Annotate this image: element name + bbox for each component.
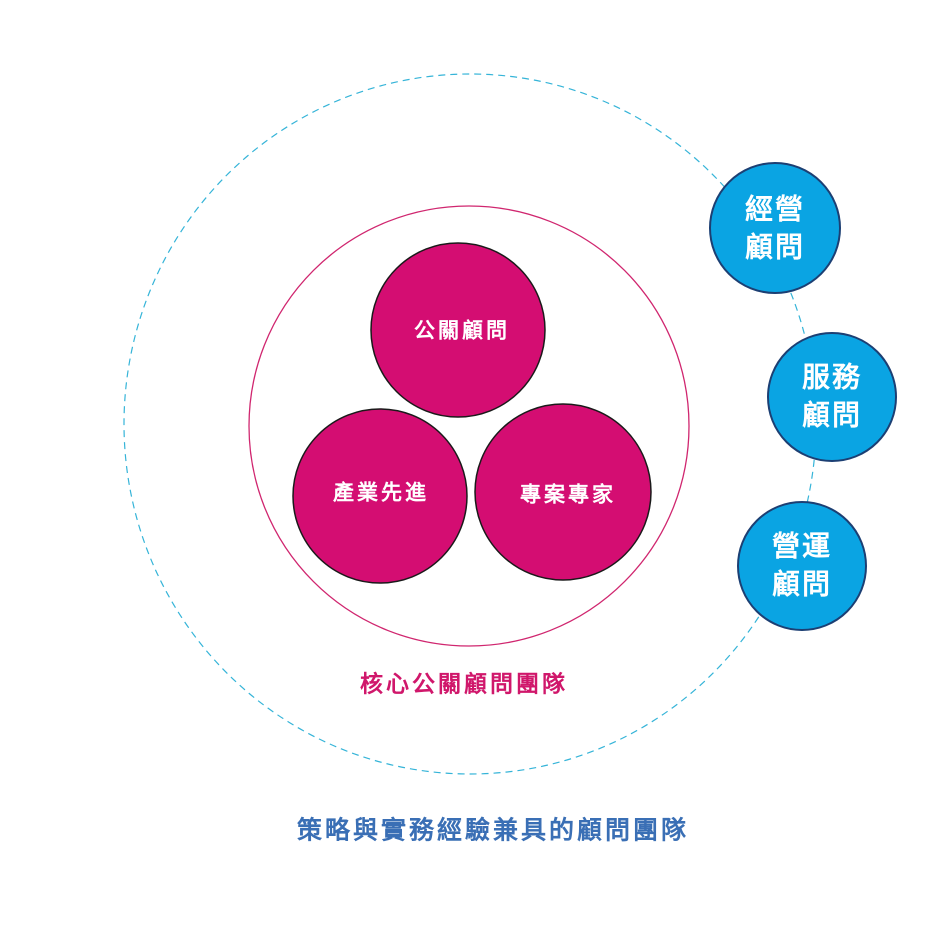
- core-circle-shape: [474, 403, 652, 581]
- consultant-circle-line1: 經營: [745, 193, 805, 226]
- consultant-circle-operations: 營運 顧問: [737, 501, 867, 631]
- consultant-circle-line1: 營運: [772, 530, 832, 563]
- inner-core-ring: [248, 205, 690, 647]
- consultant-circle-line2: 顧問: [772, 568, 832, 601]
- core-circle-industry-pioneer: 產業先進: [292, 408, 468, 584]
- inner-caption: 核心公關顧問團隊: [360, 671, 568, 698]
- consultant-circle-line2: 顧問: [802, 399, 862, 432]
- core-circle-label: 產業先進: [333, 480, 429, 505]
- consultant-circle-line1: 服務: [802, 361, 862, 394]
- outer-caption: 策略與實務經驗兼具的顧問團隊: [297, 816, 689, 845]
- core-circle-label: 專案專家: [520, 482, 616, 507]
- core-circle-pr-consultant: 公關顧問: [370, 242, 546, 418]
- outer-dashed-ring: [123, 73, 817, 775]
- core-circle-project-expert: 專案專家: [474, 403, 652, 581]
- consultant-circle-service: 服務 顧問: [767, 332, 897, 462]
- consultant-circle-shape: [709, 162, 841, 294]
- consultant-circle-shape: [737, 501, 867, 631]
- core-circle-shape: [370, 242, 546, 418]
- consultant-circle-shape: [767, 332, 897, 462]
- core-circle-shape: [292, 408, 468, 584]
- consultant-circle-line2: 顧問: [745, 231, 805, 264]
- core-circle-label: 公關顧問: [414, 318, 510, 343]
- consultant-circle-management: 經營 顧問: [709, 162, 841, 294]
